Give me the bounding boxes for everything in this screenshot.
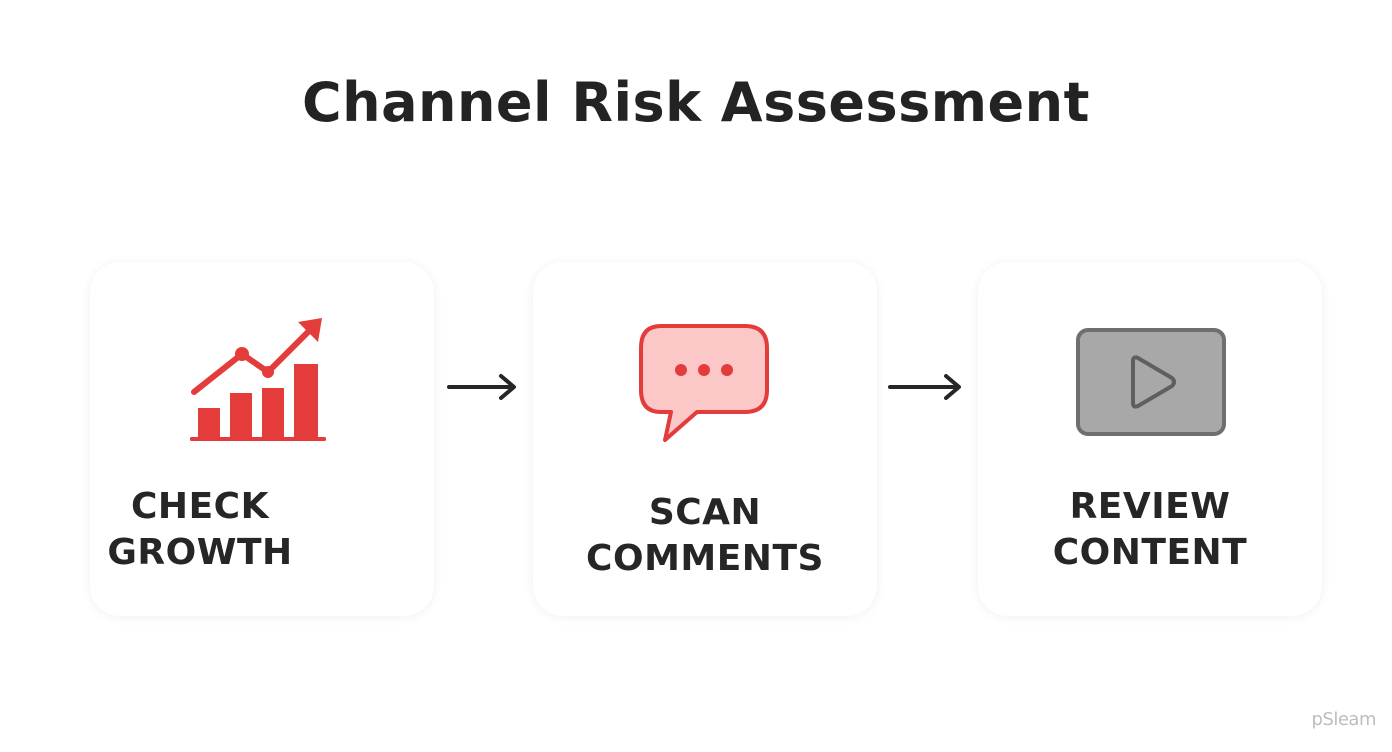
- arrow-right-icon: [447, 374, 516, 400]
- step-label-line: CHECK: [131, 486, 269, 527]
- step-label: CHECK GROWTH: [28, 484, 372, 576]
- watermark-logo: pSleam: [1311, 709, 1377, 730]
- page-title: Channel Risk Assessment: [302, 71, 1090, 134]
- arrow-right-icon: [888, 374, 961, 400]
- step-label: SCAN COMMENTS: [533, 490, 877, 582]
- play-video-icon: [1076, 328, 1226, 436]
- step-label: REVIEW CONTENT: [978, 484, 1322, 576]
- chat-bubble-icon: [639, 324, 769, 442]
- step-label-line: CONTENT: [1052, 532, 1248, 573]
- step-card-review-content: REVIEW CONTENT: [978, 262, 1322, 616]
- step-card-scan-comments: SCAN COMMENTS: [533, 262, 877, 616]
- step-label-line: GROWTH: [107, 532, 293, 573]
- growth-chart-icon: [190, 318, 326, 441]
- step-label-line: REVIEW: [1069, 486, 1231, 527]
- step-card-check-growth: CHECK GROWTH: [90, 262, 434, 616]
- step-label-line: SCAN: [648, 492, 762, 533]
- step-label-line: COMMENTS: [586, 538, 824, 579]
